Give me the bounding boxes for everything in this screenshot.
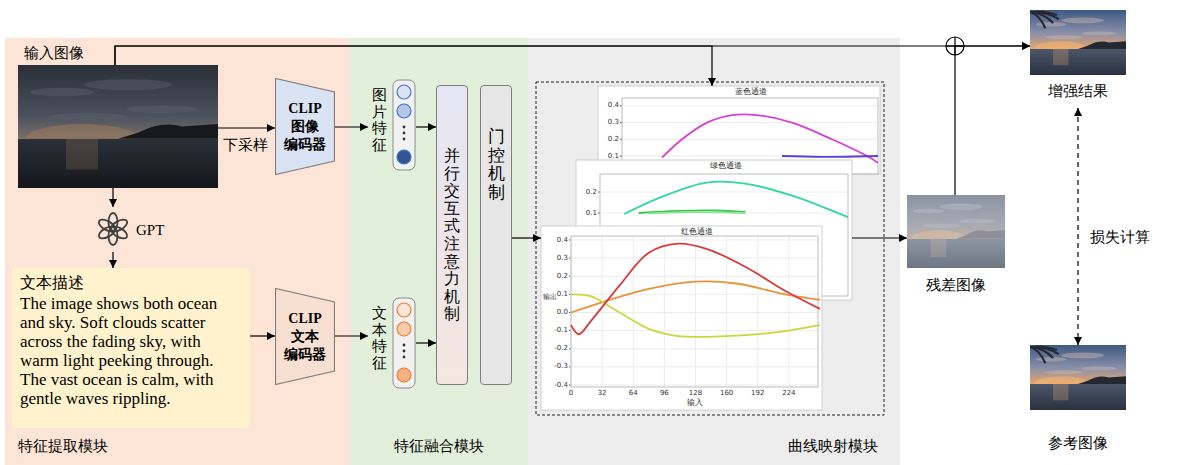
tick-label: 32 (598, 389, 607, 398)
node-text: CLIP 图像 编码器 (280, 100, 330, 154)
module-band: 特征融合模块 图片特征文本特征 并行交互式注意力机制 门控机制 (350, 38, 528, 465)
node-text: 特征融合模块 (394, 436, 484, 456)
connector (852, 237, 907, 238)
gpt-icon (97, 213, 129, 245)
attention-block: 并行交互式注意力机制 (436, 85, 468, 385)
node-text: 残差图像 (907, 275, 1005, 295)
tick-label: 0.2 (586, 188, 597, 197)
tick-label: 0.1 (586, 209, 597, 218)
node-text: 文本特征 (372, 305, 387, 371)
connector (512, 237, 541, 238)
feature-vector (393, 80, 415, 170)
edge-label: 下采样 (223, 135, 268, 155)
node-text: 图片特征 (372, 87, 387, 153)
dashed-frame (536, 82, 884, 415)
axis-title: 输入 (687, 398, 703, 407)
edge-label: 损失计算 (1090, 227, 1150, 247)
curve-plot: 红色通道0.4 0.3 0.2 0.1 0.0 -0.1 -0.2 -0.3 -0.40 32 64… (541, 226, 822, 410)
tick-label: 0.4 (557, 236, 568, 245)
connector (335, 126, 368, 127)
connector (115, 46, 1030, 65)
node-text: 蓝色通道 (622, 86, 880, 97)
gpt-model: GPT (90, 207, 172, 252)
connector (112, 252, 113, 268)
image-feature: 图片特征 (368, 80, 416, 170)
photo (907, 195, 1005, 268)
tick-label: -0.1 (554, 326, 568, 335)
node-text: 绿色通道 (600, 160, 852, 171)
reference-image: 参考图像 (1030, 345, 1126, 460)
tick-label: 128 (689, 389, 702, 398)
node-text: 红色通道 (571, 226, 822, 237)
curve-plot: 绿色通道 0.2 0.1 (576, 160, 852, 300)
text-encoder: CLIP 文本 编码器 (275, 288, 335, 385)
module-band: 特征提取模块 输入图像 CLIP 图像 编码器 GPT 文本描述The image sh… (5, 38, 350, 465)
connector (335, 335, 368, 336)
node-text: 并行交互式注意力机制 (444, 147, 460, 323)
tick-label: 64 (629, 389, 638, 398)
module-band: 曲线映射模块蓝色通道0.40.30.20.1绿色通道0.20.1红色通道0.40… (528, 38, 900, 465)
curve-chart (541, 226, 822, 410)
photo (1030, 10, 1126, 75)
residual-image: 残差图像 (907, 195, 1005, 300)
tick-label: 96 (660, 389, 669, 398)
text-description-box: 文本描述The image shows both ocean and sky. … (12, 268, 250, 428)
gate-block: 门控机制 (480, 85, 512, 385)
photo (18, 65, 218, 188)
node-text: 参考图像 (1030, 433, 1126, 453)
band-fill (528, 38, 900, 465)
tick-label: -0.2 (554, 344, 568, 353)
connector (416, 342, 436, 343)
tick-label: -0.3 (554, 362, 568, 371)
tick-label: -0.4 (554, 381, 568, 390)
feature-vector (393, 298, 415, 388)
connector (115, 46, 712, 86)
node-text: 曲线映射模块 (788, 436, 878, 456)
band-fill (5, 38, 350, 465)
tick-label: 224 (782, 389, 795, 398)
tick-label: 0.1 (557, 290, 568, 299)
node-text: CLIP 文本 编码器 (280, 310, 330, 364)
connector (955, 46, 1030, 195)
image-encoder: CLIP 图像 编码器 (275, 78, 335, 175)
curve-plot: 蓝色通道0.4 0.3 0.2 0.1 (598, 86, 880, 174)
tick-label: 0 (569, 389, 573, 398)
tick-label: 0.4 (608, 101, 619, 110)
connector (218, 127, 275, 128)
result-image: 增强结果 (1030, 10, 1126, 108)
axis-title: 输出 (543, 294, 550, 302)
node-text: 特征提取模块 (18, 436, 108, 456)
tick-label: 160 (720, 389, 733, 398)
connector (416, 126, 436, 127)
tick-label: 0.3 (608, 118, 619, 127)
node-text: GPT (136, 220, 164, 240)
connector (112, 188, 113, 207)
tick-label: 192 (751, 389, 764, 398)
tick-label: 0.2 (608, 135, 619, 144)
tick-label: 0.3 (557, 254, 568, 263)
node-text: 门控机制 (488, 128, 505, 203)
band-fill (350, 38, 528, 465)
input-image: 输入图像 (18, 65, 218, 188)
tick-label: 0.0 (557, 308, 568, 317)
node-text: The image shows both ocean and sky. Soft… (20, 294, 242, 408)
text-feature: 文本特征 (368, 298, 416, 388)
photo (1030, 345, 1126, 410)
node-text: 文本描述 (20, 272, 242, 294)
node-text: 增强结果 (1030, 81, 1126, 101)
tick-label: 0.2 (557, 272, 568, 281)
tick-label: 0.1 (608, 152, 619, 161)
connector (250, 335, 275, 336)
node-text: 输入图像 (24, 43, 224, 63)
connector (1077, 108, 1078, 345)
